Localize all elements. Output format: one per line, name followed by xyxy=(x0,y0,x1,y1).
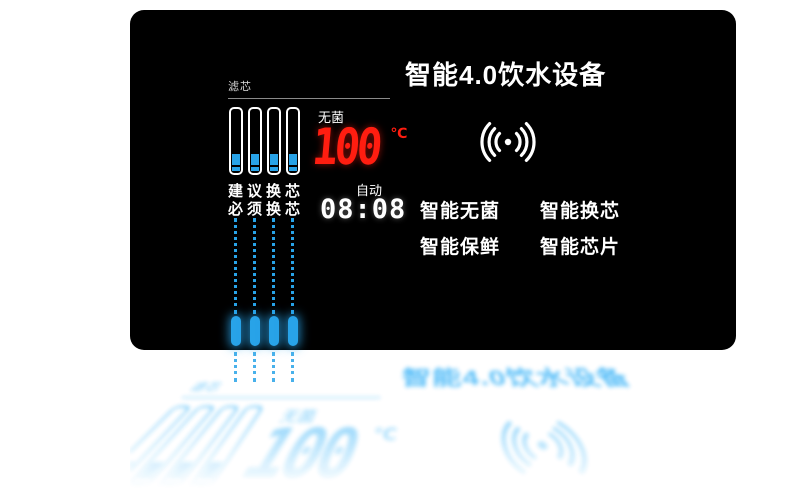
celsius-unit: ℃ xyxy=(390,125,408,141)
advice-must-replace: 必须换芯 xyxy=(228,201,305,218)
filter-level-tip xyxy=(251,167,259,171)
feature-list: 智能无菌 智能换芯 智能保鲜 智能芯片 xyxy=(420,196,620,259)
drip-dotted-line xyxy=(253,218,256,314)
filter-cartridge-icon xyxy=(248,107,262,175)
drip-line-reflection xyxy=(291,352,294,382)
feature-item: 智能无菌 xyxy=(420,201,501,222)
feature-row: 智能保鲜 智能芯片 xyxy=(420,232,620,259)
filter-level-indicator xyxy=(232,154,240,165)
advice-suggest-replace: 建议换芯 xyxy=(228,183,305,200)
product-title: 智能4.0饮水设备 xyxy=(405,60,607,90)
feature-item: 智能芯片 xyxy=(540,237,621,258)
drip-line-reflection xyxy=(272,352,275,382)
drip-dotted-line xyxy=(291,218,294,314)
temperature-display: 100 ℃ xyxy=(310,118,407,176)
filter-level-indicator xyxy=(270,154,278,165)
filter-level-indicator xyxy=(251,154,259,165)
wifi-signal-icon xyxy=(468,114,548,170)
drip-dotted-line xyxy=(272,218,275,314)
water-drop-capsule xyxy=(250,316,260,346)
temperature-value: 100 xyxy=(310,118,382,176)
reflection-effect: 智能4.0饮水设备 滤芯 建议换芯 必须换芯 xyxy=(130,352,736,500)
device-display-panel: 智能4.0饮水设备 滤芯 建议换芯 必须换芯 xyxy=(130,10,736,350)
water-drop-capsule xyxy=(288,316,298,346)
filter-cartridge-icon xyxy=(267,107,281,175)
feature-row: 智能无菌 智能换芯 xyxy=(420,196,620,223)
divider-line xyxy=(228,98,390,99)
filter-level-tip xyxy=(289,167,297,171)
filter-level-tip xyxy=(232,167,240,171)
water-drop-capsule xyxy=(231,316,241,346)
filter-status-group xyxy=(229,107,300,175)
filter-cartridge-icon xyxy=(286,107,300,175)
filter-cartridge-icon xyxy=(229,107,243,175)
auto-label: 自动 xyxy=(356,183,383,198)
drip-line-reflection xyxy=(234,352,237,382)
feature-item: 智能换芯 xyxy=(540,201,621,222)
sterile-label: 无菌 xyxy=(318,110,345,125)
time-display: 08:08 xyxy=(320,194,407,225)
water-drop-capsule xyxy=(269,316,279,346)
feature-item: 智能保鲜 xyxy=(420,237,501,258)
drip-dotted-line xyxy=(234,218,237,314)
drip-line-reflection xyxy=(253,352,256,382)
filter-level-indicator xyxy=(289,154,297,165)
filter-level-tip xyxy=(270,167,278,171)
filter-label: 滤芯 xyxy=(228,81,252,93)
